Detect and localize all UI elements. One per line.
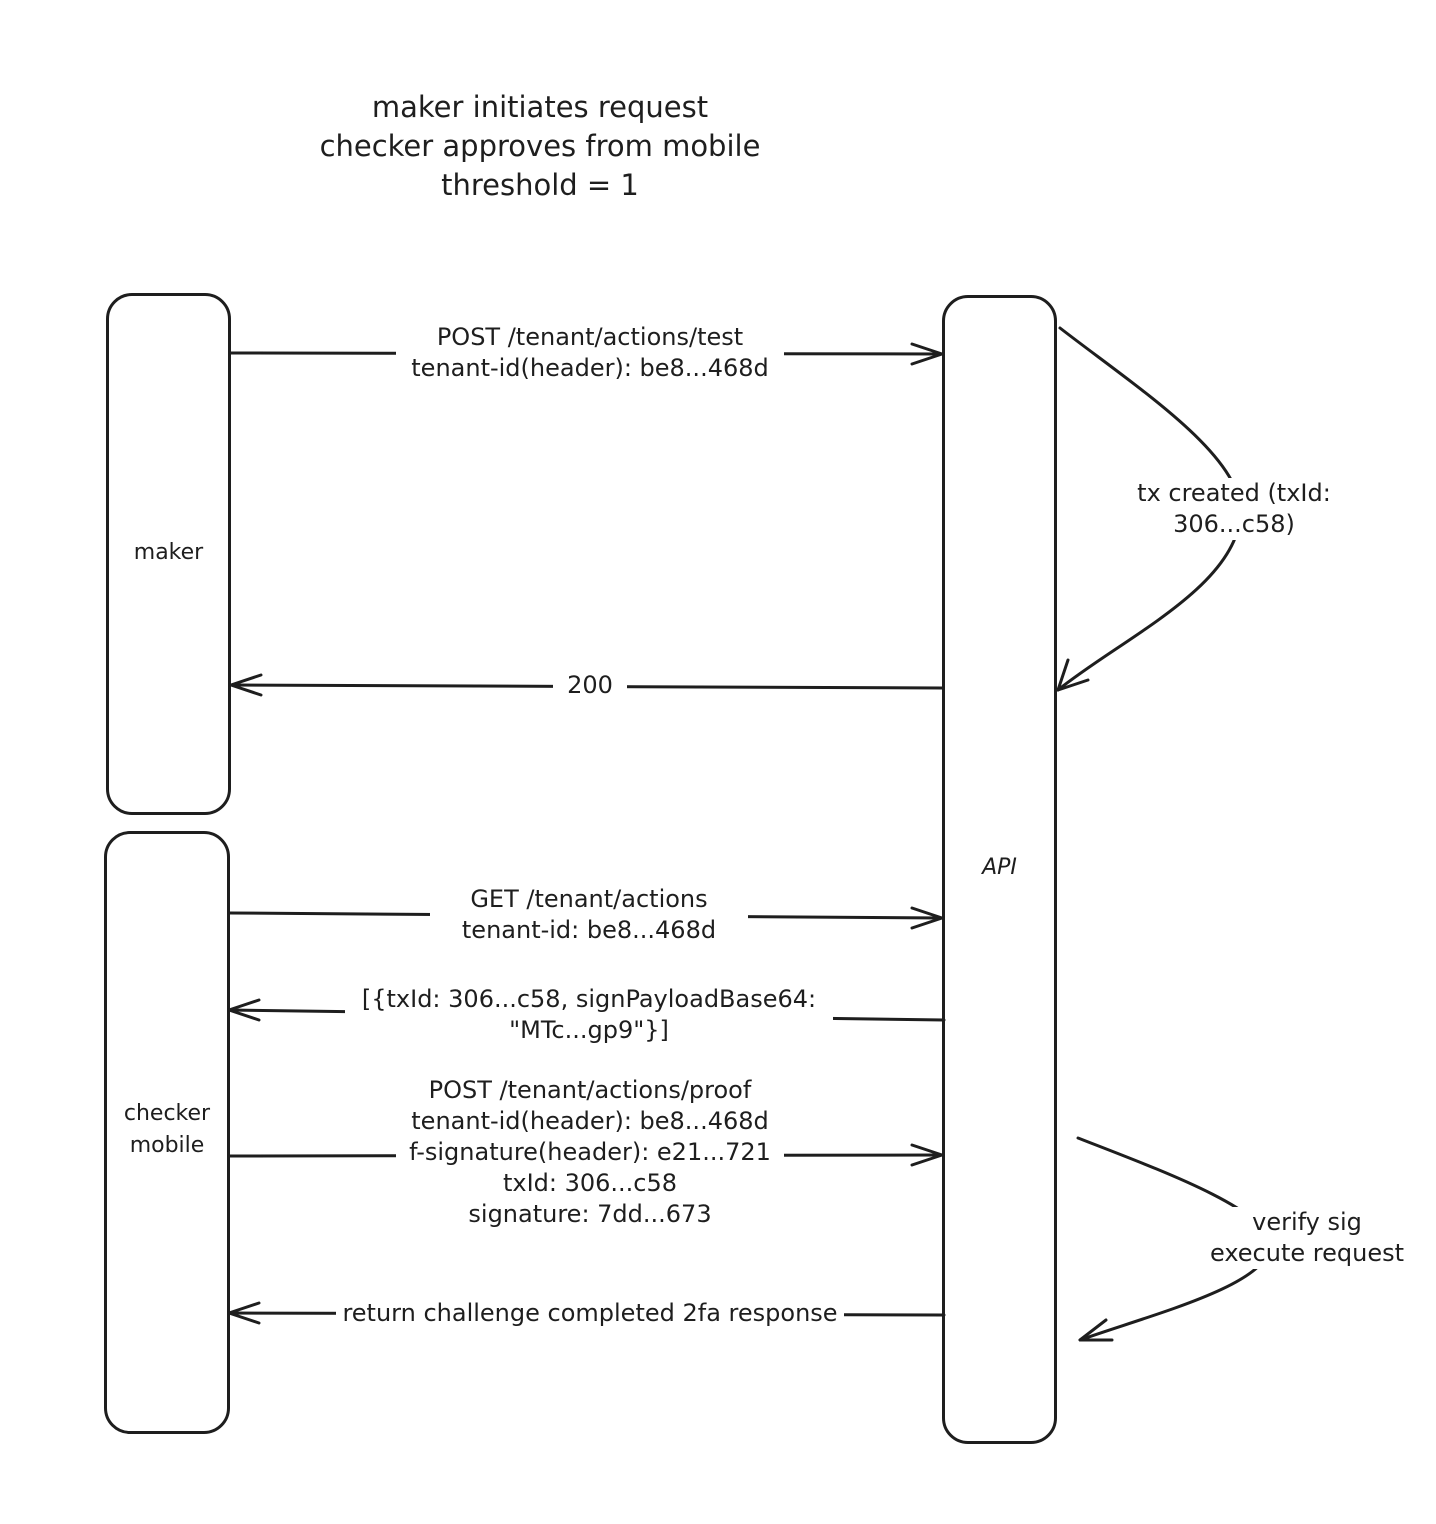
post-test-line-2: tenant-id(header): be8...468d	[411, 354, 769, 382]
post-proof-line-2: tenant-id(header): be8...468d	[411, 1107, 769, 1135]
api-label: API	[982, 855, 1017, 880]
tx-created-line-2: 306...c58)	[1173, 510, 1295, 538]
get-actions-line-2: tenant-id: be8...468d	[461, 916, 717, 944]
label-challenge-response: return challenge completed 2fa response	[336, 1298, 844, 1329]
checker-label-line-2: mobile	[129, 1133, 205, 1158]
tx-created-line-1: tx created (txId:	[1137, 479, 1331, 507]
checker-mobile-label: checker mobile	[104, 1098, 230, 1162]
arrowhead-list-response	[227, 998, 261, 1022]
arrowhead-get-actions	[910, 906, 944, 930]
post-proof-line-5: signature: 7dd...673	[468, 1200, 712, 1228]
arrowhead-verify-loop	[1078, 1318, 1114, 1342]
arrowhead-200	[229, 673, 263, 697]
verify-line-1: verify sig	[1252, 1208, 1362, 1236]
maker-label: maker	[133, 540, 204, 565]
title-line-2: checker approves from mobile	[319, 129, 761, 163]
post-proof-line-4: txId: 306...c58	[502, 1169, 678, 1197]
post-proof-line-1: POST /tenant/actions/proof	[428, 1076, 752, 1104]
diagram-title: maker initiates request checker approves…	[240, 88, 840, 205]
post-test-line-1: POST /tenant/actions/test	[436, 323, 744, 351]
note-tx-created: tx created (txId: 306...c58)	[1108, 478, 1360, 540]
list-response-line-2: "MTc...gp9"}]	[509, 1016, 669, 1044]
label-get-actions: GET /tenant/actions tenant-id: be8...468…	[430, 884, 748, 946]
arrowhead-tx-created-loop	[1056, 658, 1090, 692]
arrowhead-post-proof	[910, 1143, 944, 1167]
arrowhead-challenge-response	[227, 1301, 261, 1325]
arrowhead-post-test	[910, 342, 944, 366]
list-response-line-1: [{txId: 306...c58, signPayloadBase64:	[361, 985, 817, 1013]
checker-label-line-1: checker	[123, 1101, 211, 1126]
label-post-test: POST /tenant/actions/test tenant-id(head…	[396, 322, 784, 384]
label-200: 200	[553, 670, 627, 701]
title-line-3: threshold = 1	[441, 168, 639, 202]
label-list-response: [{txId: 306...c58, signPayloadBase64: "M…	[345, 984, 833, 1046]
post-proof-line-3: f-signature(header): e21...721	[409, 1138, 771, 1166]
checker-mobile-lifeline-box	[104, 831, 230, 1434]
note-verify: verify sig execute request	[1198, 1207, 1416, 1269]
api-lifeline-box	[942, 295, 1057, 1444]
title-line-1: maker initiates request	[371, 90, 709, 124]
label-post-proof: POST /tenant/actions/proof tenant-id(hea…	[396, 1075, 784, 1230]
get-actions-line-1: GET /tenant/actions	[470, 885, 708, 913]
maker-lifeline-box	[106, 293, 231, 815]
verify-line-2: execute request	[1209, 1239, 1404, 1267]
